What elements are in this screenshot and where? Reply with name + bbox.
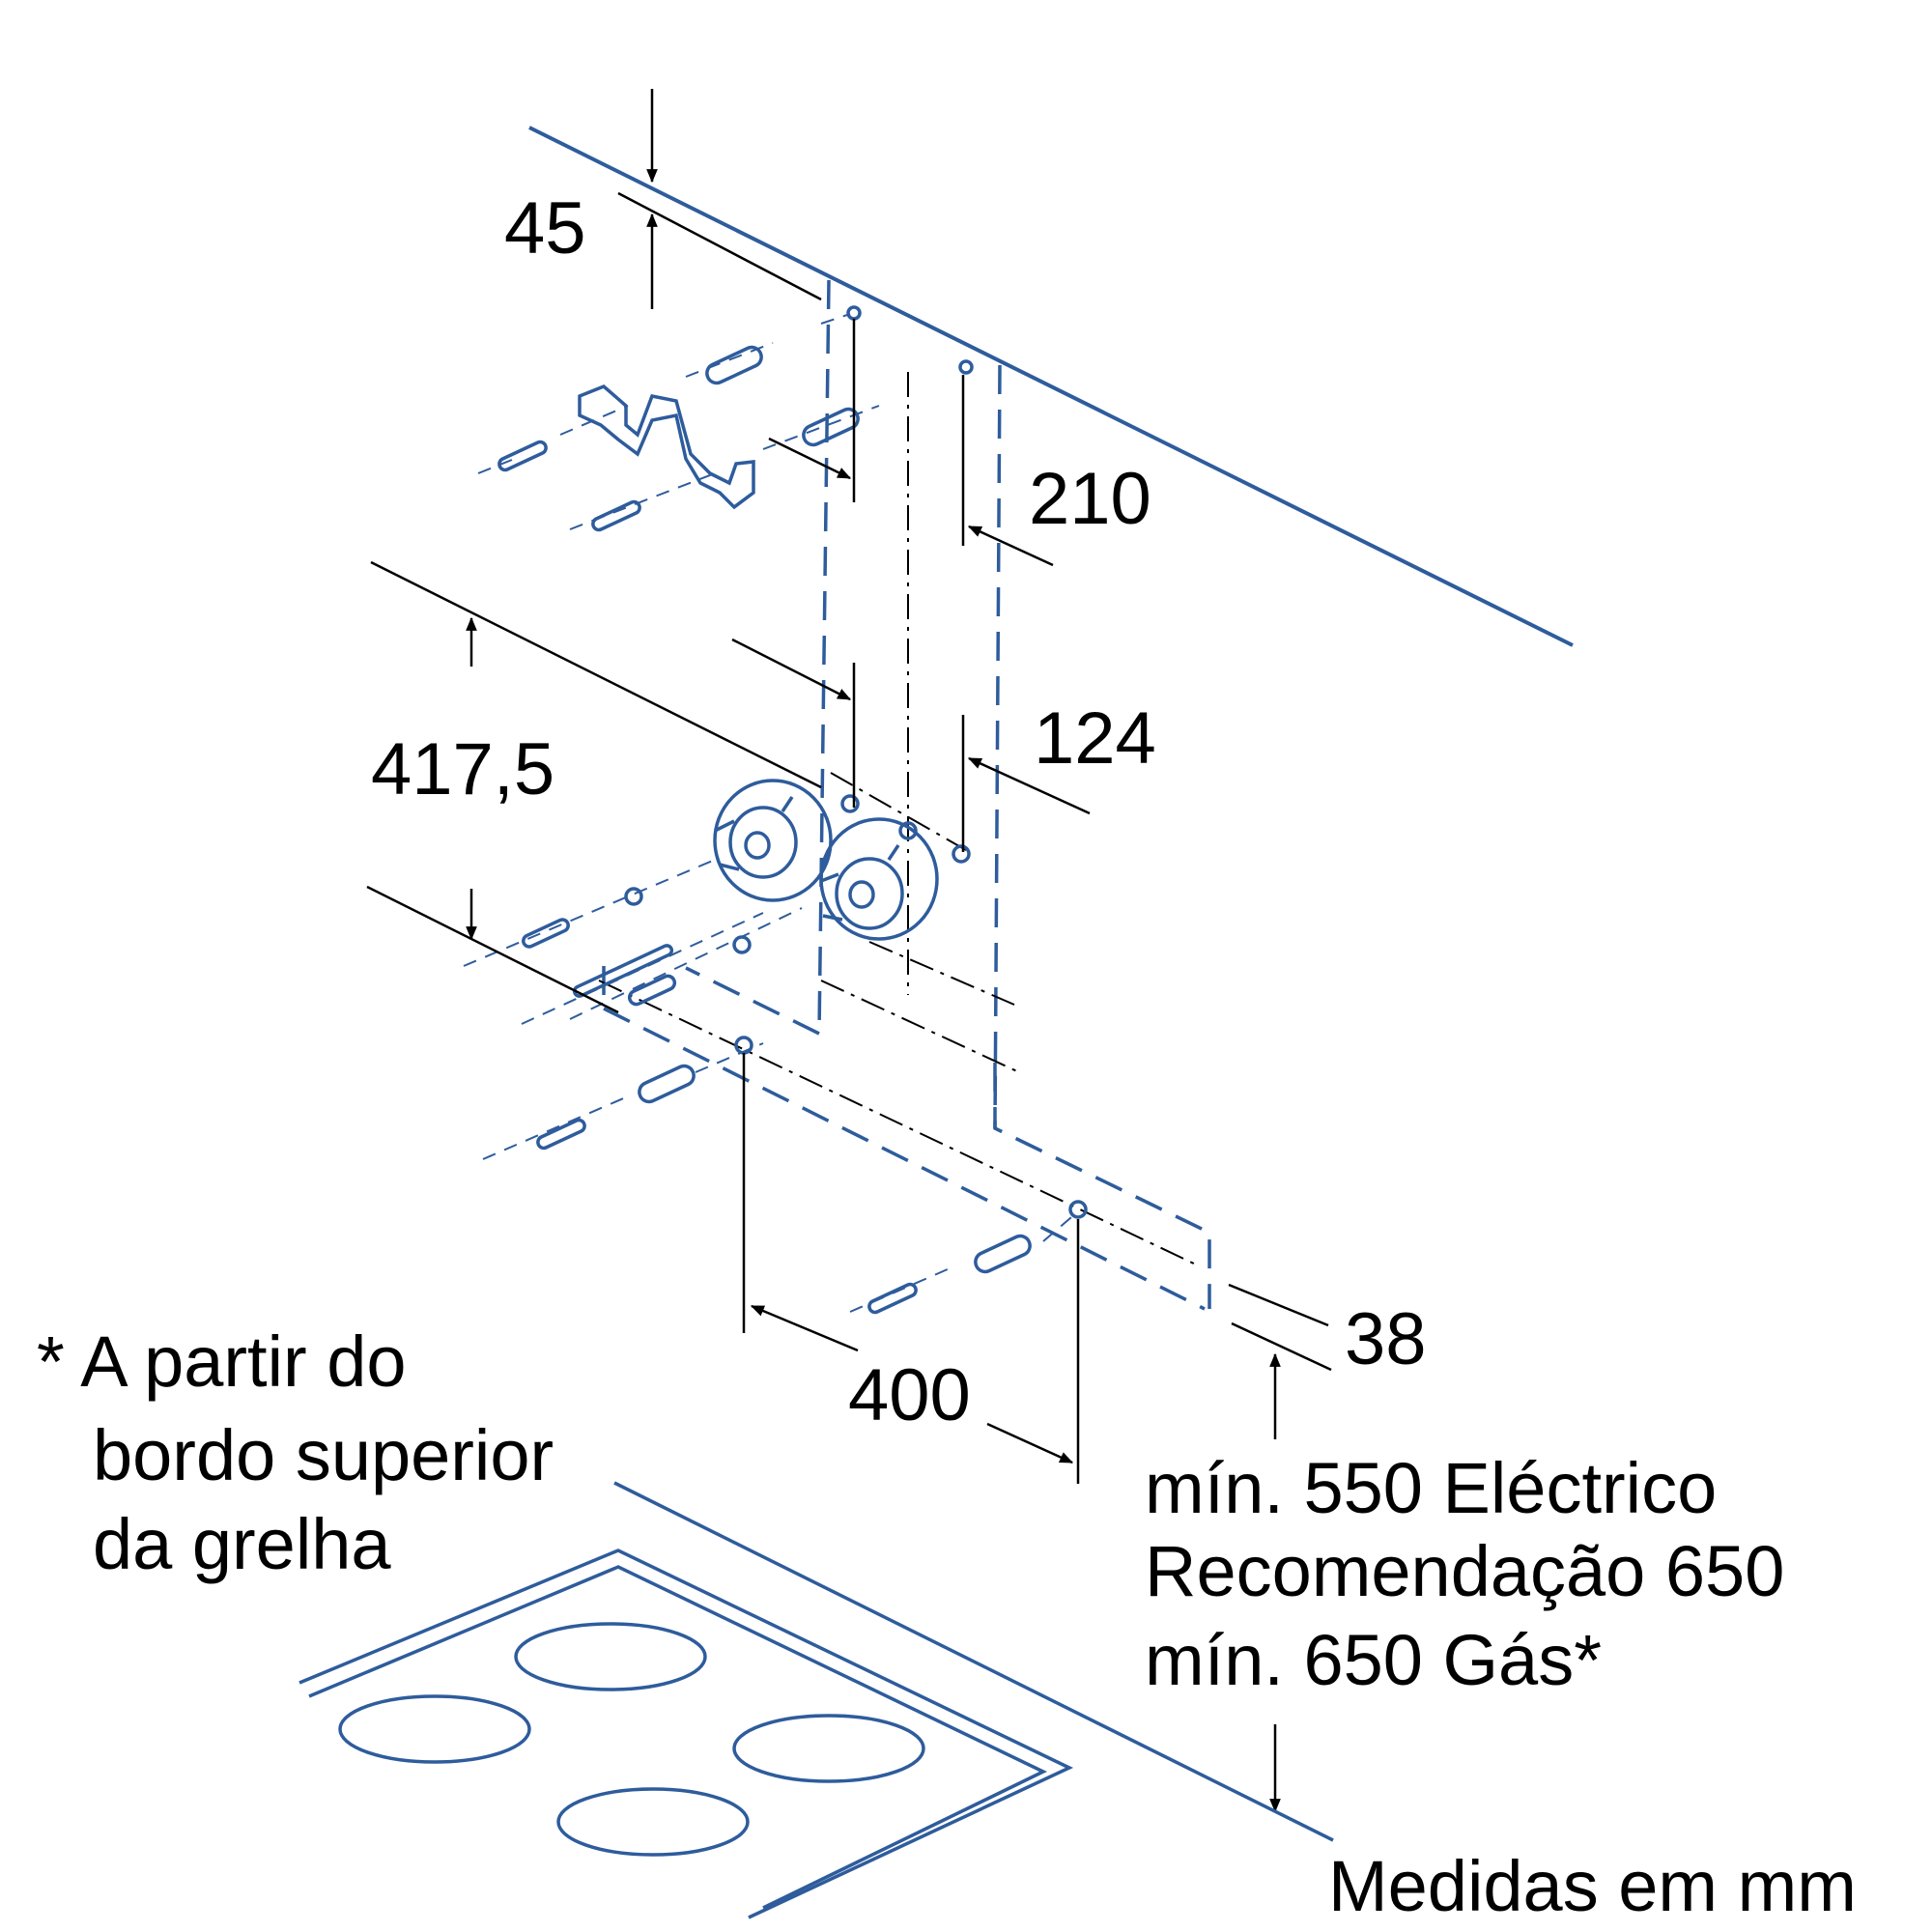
dim-38-label: 38	[1345, 1298, 1427, 1380]
dimension-lines	[366, 89, 1332, 1813]
upper-bracket	[578, 384, 755, 510]
units-note: Medidas em mm	[1328, 1846, 1857, 1926]
min-gas-label: mín. 650 Gás*	[1145, 1620, 1602, 1700]
motor-unit-left	[713, 779, 833, 902]
mid-fixings	[522, 794, 1088, 1315]
dim-124-label: 124	[1034, 697, 1156, 780]
min-electric-label: mín. 550 Eléctrico	[1145, 1448, 1717, 1528]
recommendation-label: Recomendação 650	[1145, 1531, 1784, 1611]
dim-45-label: 45	[504, 187, 586, 270]
dim-417-5-label: 417,5	[371, 728, 554, 810]
footnote-line-2: bordo superior	[93, 1415, 554, 1495]
chimney-outline	[602, 279, 1211, 1311]
screw-icon	[591, 499, 641, 532]
footnote-line-3: da grelha	[93, 1504, 391, 1584]
center-lines	[598, 372, 1199, 1266]
dim-210-label: 210	[1029, 458, 1151, 540]
footnote-line-1: * A partir do	[37, 1321, 407, 1402]
hob-cooktop	[298, 1481, 1334, 1919]
screw-icon	[497, 440, 548, 472]
upper-fixings	[497, 305, 974, 532]
wall-plug-icon	[705, 345, 763, 385]
motor-unit-right	[819, 817, 939, 941]
dim-400-label: 400	[848, 1354, 971, 1436]
ceiling-line	[528, 126, 1574, 647]
wall-plug-icon	[802, 407, 860, 447]
